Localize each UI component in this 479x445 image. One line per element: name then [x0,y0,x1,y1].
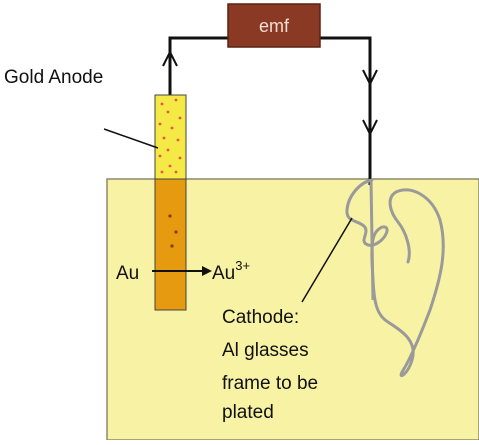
anode-dot [158,122,162,126]
anode-lower [154,178,187,311]
gold-anode-leader [103,128,159,149]
au-label: Au [116,263,139,284]
emf-source [227,3,321,48]
current-arrow-down-2 [362,119,378,137]
current-arrow-down-1 [362,69,378,87]
anode-dot [174,230,178,234]
cathode-label-line4: plated [222,402,274,423]
cathode-label-line1: Cathode: [222,307,299,328]
anode-dot [174,170,178,174]
current-arrow-up [162,49,178,67]
anode-dots [158,98,182,248]
anode-dot [176,138,180,142]
anode-dot [160,102,164,106]
anode-dot [168,214,172,218]
anode-dot [178,116,182,120]
anode-dot [168,164,172,168]
cathode-label-line2: Al glasses [222,340,309,361]
emf-label: emf [259,16,290,36]
anode-dot [162,136,166,140]
gold-anode-label: Gold Anode [4,67,103,88]
glasses-frame-wire [345,178,445,377]
au-ion-label: Au3+ [212,258,250,284]
anode-dot [170,244,174,248]
anode-dot [170,126,174,130]
cathode-leader [301,217,353,303]
anode-dot [178,156,182,160]
circuit-wire [168,36,372,185]
anode-dot [174,98,178,102]
cathode-label-line3: frame to be [222,373,318,394]
anode-dot [158,154,162,158]
anode-dot [166,110,170,114]
anode-dot [160,170,164,174]
frame-hanger-wire [369,179,375,301]
anode-dot [166,148,170,152]
